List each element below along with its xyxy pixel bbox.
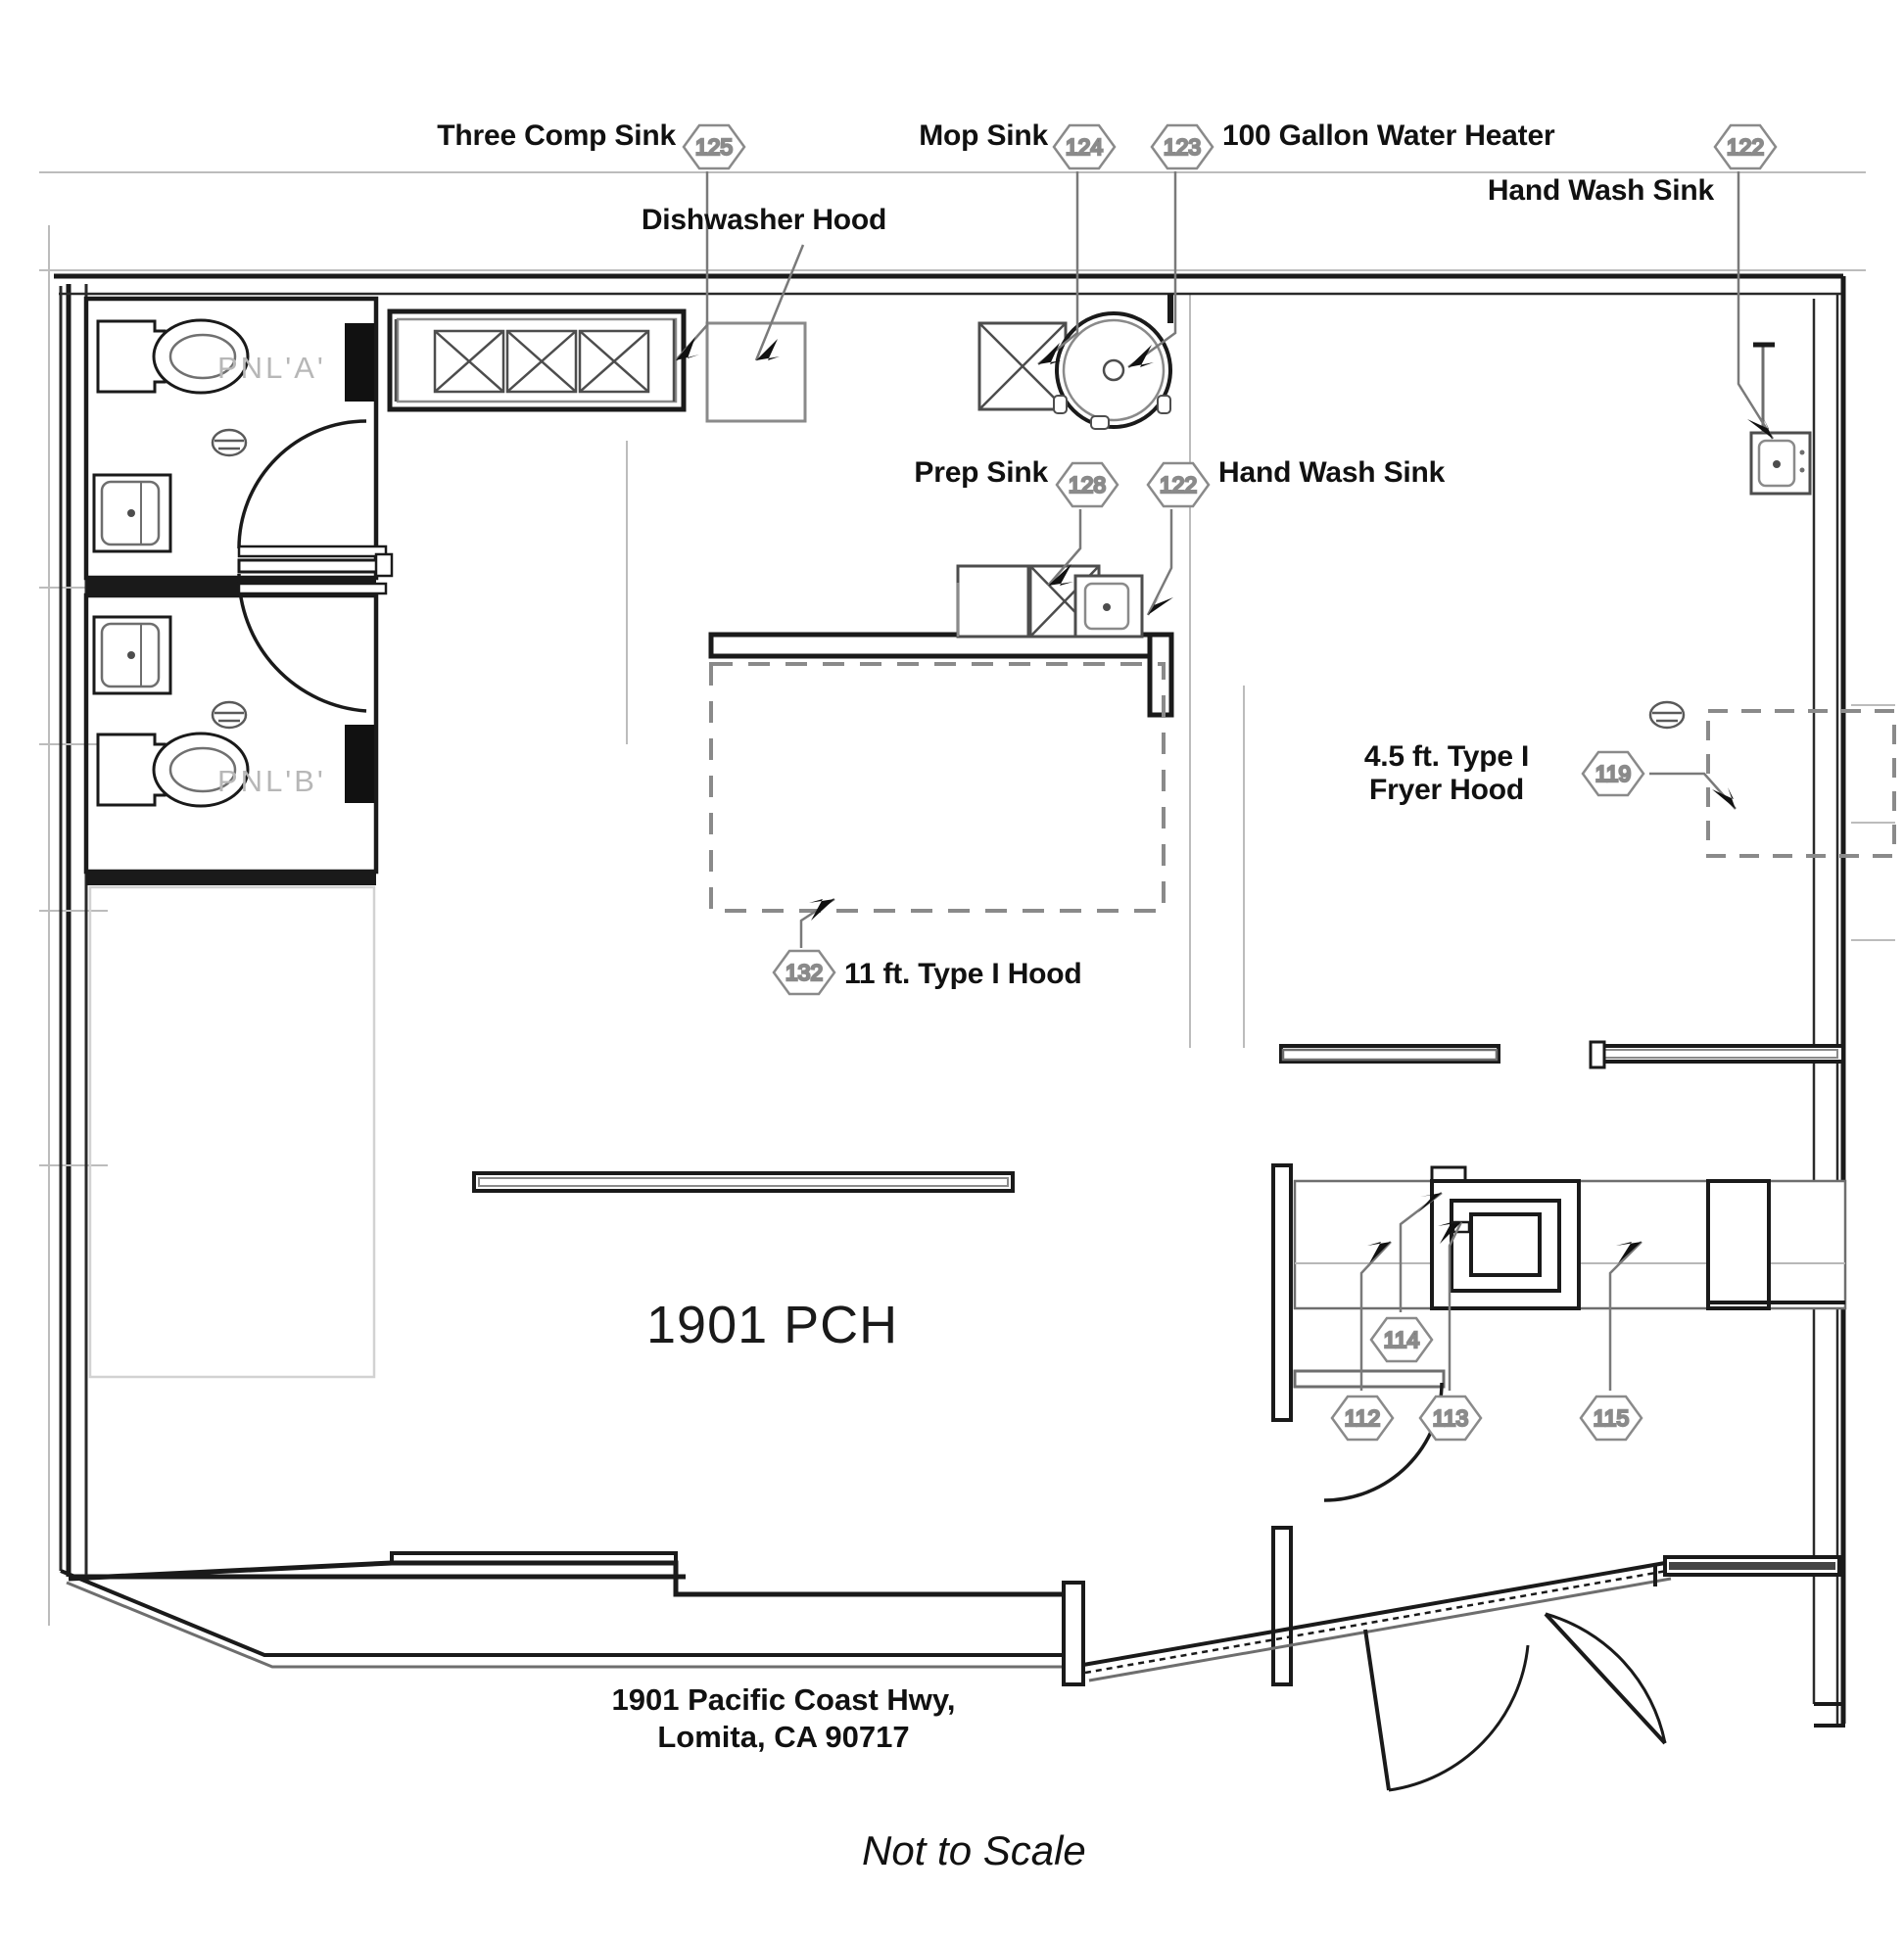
scale-note: Not to Scale: [862, 1827, 1086, 1873]
hex-tag-125: 125: [682, 123, 746, 170]
west-wall: [59, 284, 88, 1575]
hex-tag-112: 112: [1330, 1395, 1395, 1442]
callout-label-prep-sink: Prep Sink: [914, 456, 1048, 489]
hex-tag-125-number: 125: [695, 134, 733, 160]
hex-tag-124-number: 124: [1066, 134, 1104, 160]
type-i-hood-outline: [709, 662, 1166, 913]
callout-label-hand-wash-sink-right: Hand Wash Sink: [1487, 174, 1714, 207]
restroom-lavatories: [92, 473, 172, 695]
callout-label-type-i-hood: 11 ft. Type I Hood: [844, 958, 1082, 990]
mop-sink-fixture: [977, 321, 1068, 411]
callout-label-fryer-hood: 4.5 ft. Type I Fryer Hood: [1363, 740, 1530, 806]
leader-arrowheads: [676, 337, 1773, 1263]
prep-counter: [708, 564, 1174, 718]
hex-tag-122-mid-number: 122: [1160, 472, 1197, 497]
restroom-doors: [237, 323, 394, 803]
hex-tag-119-number: 119: [1595, 761, 1632, 786]
toilet-fixtures: [96, 318, 250, 808]
north-wall: [59, 292, 1841, 1726]
hex-tag-128-number: 128: [1069, 472, 1106, 497]
callout-label-dishwasher-hood: Dishwasher Hood: [641, 204, 887, 236]
hand-wash-sink-right-fixture: [1749, 342, 1812, 496]
building-shell: [54, 273, 1846, 1724]
hex-tag-132-number: 132: [785, 960, 823, 985]
callout-label-water-heater: 100 Gallon Water Heater: [1222, 119, 1555, 152]
hex-tag-122-right: 122: [1713, 123, 1778, 170]
hex-tag-113: 113: [1418, 1395, 1483, 1442]
service-door-swing: [1323, 1382, 1444, 1502]
fryer-hood-outline: [1648, 700, 1896, 858]
panel-tag-pnl-b: PNL'B': [217, 764, 326, 798]
mid-partition-left: [1281, 1048, 1499, 1062]
address-line-2: Lomita, CA 90717: [657, 1720, 910, 1754]
callout-label-hand-wash-sink-mid: Hand Wash Sink: [1218, 456, 1446, 489]
interior-partitions: [1271, 1040, 1845, 1686]
page-title: 1901 PCH: [646, 1296, 899, 1354]
hex-tag-114: 114: [1369, 1316, 1434, 1363]
hex-tag-123: 123: [1150, 123, 1214, 170]
dining-floor-outline: [88, 885, 376, 1379]
kitchen-line-equipment: [1293, 1165, 1847, 1389]
hex-tag-112-number: 112: [1345, 1405, 1381, 1431]
callout-label-mop-sink: Mop Sink: [919, 119, 1048, 152]
dishwasher-hood-fixture: [705, 321, 807, 423]
hex-tags: 125 124 123 122 128 122: [682, 123, 1778, 1442]
panel-tag-pnl-a: PNL'A': [217, 351, 326, 385]
hex-tag-123-number: 123: [1164, 134, 1201, 160]
hex-tag-114-number: 114: [1384, 1327, 1420, 1352]
hex-tag-124: 124: [1052, 123, 1117, 170]
center-low-wall: [472, 1171, 1015, 1193]
restroom-light-symbols: [211, 428, 248, 730]
three-comp-sink-fixture: [387, 308, 687, 412]
callout-label-three-comp-sink: Three Comp Sink: [437, 119, 676, 152]
storefront-south: [60, 1551, 1845, 1792]
hex-tag-119: 119: [1581, 750, 1645, 797]
hex-tag-115-number: 115: [1594, 1405, 1630, 1431]
address-line-1: 1901 Pacific Coast Hwy,: [611, 1682, 956, 1717]
hex-tag-122-mid: 122: [1146, 461, 1211, 508]
water-heater-fixture: [1053, 311, 1172, 430]
hex-tag-128: 128: [1055, 461, 1119, 508]
hex-tag-122-right-number: 122: [1727, 134, 1764, 160]
hex-tag-113-number: 113: [1433, 1405, 1469, 1431]
hex-tag-115: 115: [1579, 1395, 1643, 1442]
hex-tag-132: 132: [772, 949, 836, 996]
